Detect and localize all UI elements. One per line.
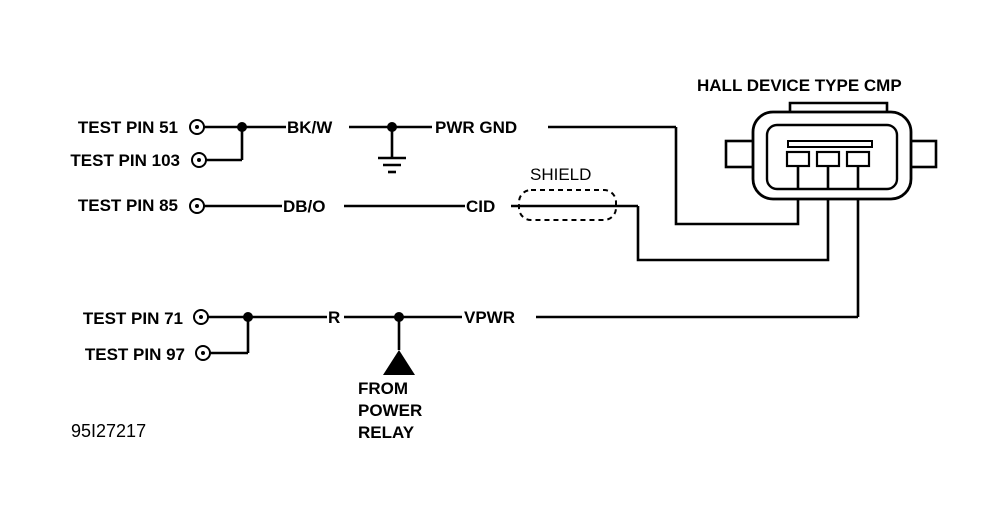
pin-label-103: TEST PIN 103 [70, 151, 180, 170]
component-title: HALL DEVICE TYPE CMP [697, 76, 902, 95]
pin-label-85: TEST PIN 85 [78, 196, 178, 215]
wire-label-r: R [328, 308, 340, 327]
power-source-arrow-icon [383, 317, 415, 375]
pin-terminal-71 [193, 309, 209, 325]
wire-cid [204, 158, 830, 262]
pin-terminal-51 [189, 119, 205, 135]
ground-icon [378, 127, 406, 174]
wire-label-dbo: DB/O [283, 197, 326, 216]
pin-terminal-103 [191, 152, 207, 168]
shield-label: SHIELD [530, 165, 591, 184]
figure-id: 95I27217 [71, 421, 146, 441]
pin-label-51: TEST PIN 51 [78, 118, 178, 137]
power-source-line-1: FROM [358, 379, 408, 398]
hall-device-connector [724, 101, 938, 201]
wire-vpwr [208, 158, 860, 355]
wire-label-bkw: BK/W [287, 118, 333, 137]
shield-outline [518, 189, 617, 221]
pin-label-71: TEST PIN 71 [83, 309, 183, 328]
wire-label-vpwr: VPWR [464, 308, 515, 327]
wire-label-pwr-gnd: PWR GND [435, 118, 517, 137]
power-source-line-2: POWER [358, 401, 422, 420]
pin-label-97: TEST PIN 97 [85, 345, 185, 364]
power-source-line-3: RELAY [358, 423, 415, 442]
wire-label-cid: CID [466, 197, 495, 216]
pin-terminal-85 [189, 198, 205, 214]
pin-terminal-97 [195, 345, 211, 361]
